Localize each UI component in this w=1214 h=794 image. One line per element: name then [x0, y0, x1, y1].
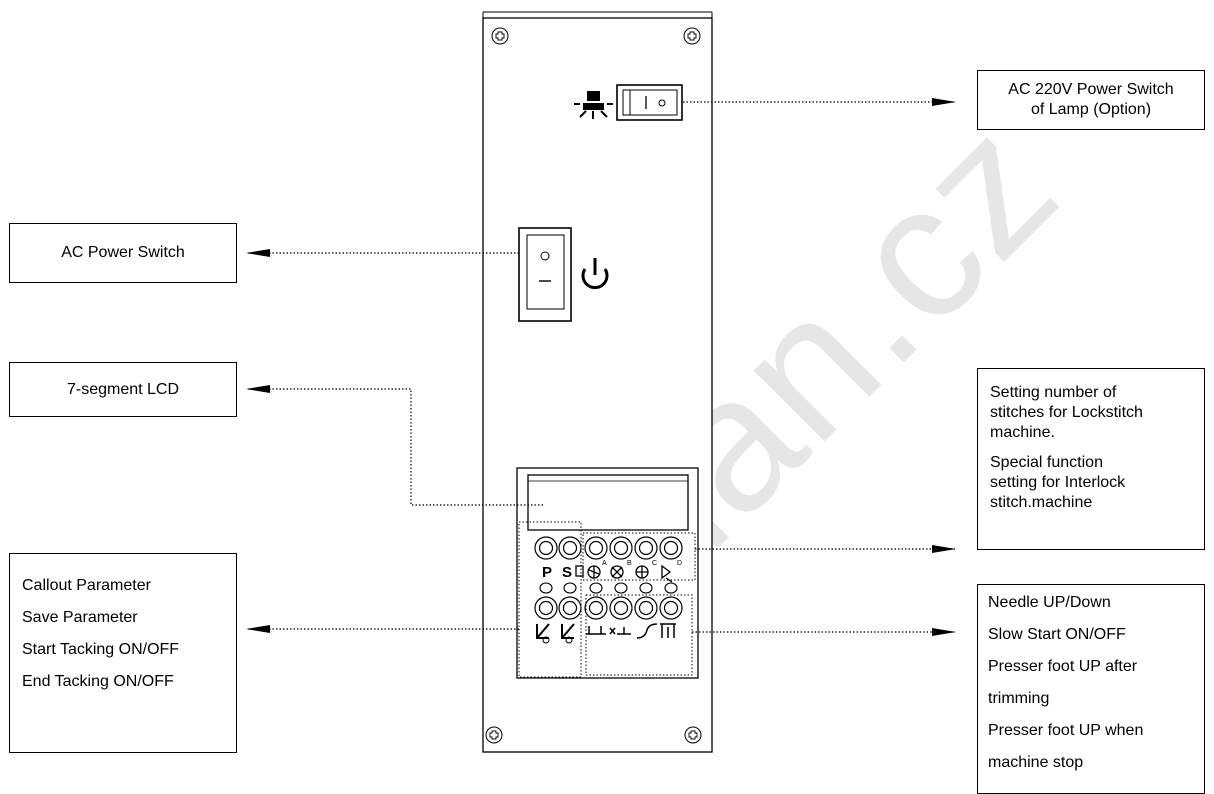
parameter-functions-label: Callout Parameter Save Parameter Start T…: [9, 553, 237, 753]
sub-letter-b: B: [627, 560, 632, 567]
key-letter-s: S: [562, 564, 572, 581]
lamp-power-switch[interactable]: [616, 84, 683, 121]
screw-icon: [684, 726, 702, 744]
tacking-icons: [536, 623, 575, 644]
screw-icon: [485, 726, 503, 744]
lamp-switch-label-line2: of Lamp (Option): [1030, 101, 1152, 118]
stitches-line: stitch.machine: [990, 494, 1093, 511]
right-group-line: machine stop: [988, 754, 1084, 771]
lcd-label: 7-segment LCD: [9, 362, 237, 417]
key-letter-p: P: [542, 564, 552, 581]
ac-power-switch-text: AC Power Switch: [61, 244, 185, 261]
callout-lines: [246, 98, 956, 636]
stitches-line: Special function: [990, 454, 1103, 471]
right-group-line: Needle UP/Down: [988, 594, 1111, 611]
lcd-label-text: 7-segment LCD: [66, 380, 180, 398]
left-group-line: Save Parameter: [22, 609, 138, 626]
lamp-switch-label-line1: AC 220V Power Switch: [1008, 81, 1174, 98]
fan-icon: [575, 564, 673, 583]
ac-power-switch-label: AC Power Switch: [9, 223, 237, 283]
right-group-line: Slow Start ON/OFF: [988, 626, 1126, 643]
right-group-line: trimming: [988, 690, 1050, 707]
keypad-bottom-row[interactable]: [534, 596, 683, 620]
power-icon: [581, 258, 609, 290]
sub-letter-c: C: [652, 560, 657, 567]
right-group-line: Presser foot UP after: [988, 658, 1138, 675]
sub-letter-a: A: [602, 560, 607, 567]
function-icons: [586, 623, 676, 639]
lamp-icon: [574, 91, 613, 119]
left-group-line: Callout Parameter: [22, 577, 151, 594]
stitches-setting-label: Setting number of stitches for Lockstitc…: [977, 368, 1205, 550]
sub-letter-d: D: [677, 560, 682, 567]
group-outlines: [518, 521, 696, 678]
stitches-line: Setting number of: [990, 384, 1117, 401]
key-legends: P S A B C D: [542, 560, 682, 583]
stitches-line: setting for Interlock: [990, 474, 1126, 491]
lcd-callout-line: [246, 385, 543, 506]
presser-needle-functions-label: Needle UP/Down Slow Start ON/OFF Presser…: [977, 584, 1205, 794]
ac-power-switch[interactable]: [518, 227, 572, 322]
lamp-switch-label: AC 220V Power Switch of Lamp (Option): [977, 70, 1205, 130]
keypad-top-row[interactable]: [534, 536, 683, 560]
screw-icon: [491, 27, 509, 45]
stitches-line: stitches for Lockstitch: [990, 404, 1143, 421]
lcd-display: [527, 474, 689, 531]
right-group-outline: [585, 594, 693, 676]
screw-icon: [683, 27, 701, 45]
stitches-group-outline: [582, 532, 696, 581]
stitches-line: machine.: [990, 424, 1055, 441]
left-group-line: Start Tacking ON/OFF: [22, 641, 180, 658]
right-group-line: Presser foot UP when: [988, 722, 1144, 739]
indicator-leds: [539, 582, 678, 594]
left-group-line: End Tacking ON/OFF: [22, 673, 174, 690]
